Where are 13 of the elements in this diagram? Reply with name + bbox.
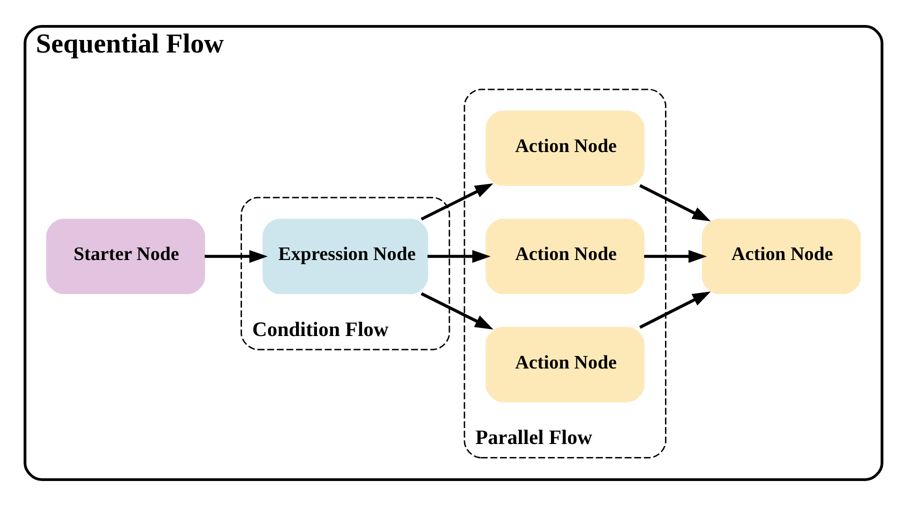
arrow — [639, 184, 711, 221]
node-box: Action Node — [486, 110, 644, 186]
arrow — [420, 182, 494, 220]
node-box: Action Node — [486, 326, 644, 402]
node-box: Expression Node — [262, 218, 428, 294]
node-box: Action Node — [702, 218, 861, 294]
arrow — [204, 249, 268, 262]
arrow — [428, 249, 491, 262]
arrow — [420, 292, 494, 330]
node-box: Starter Node — [46, 218, 206, 294]
node-box: Action Node — [486, 218, 644, 294]
arrow — [639, 290, 711, 328]
arrow — [644, 249, 707, 262]
